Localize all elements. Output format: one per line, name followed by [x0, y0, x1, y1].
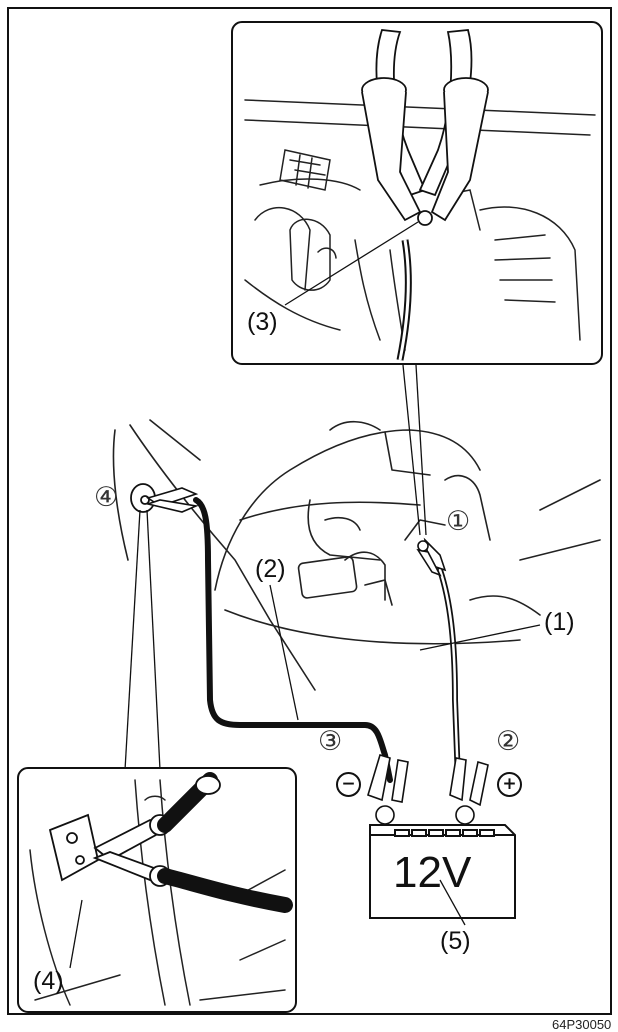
- figure-code: 64P30050: [552, 1017, 612, 1032]
- engine-bay-sketch: [112, 419, 601, 691]
- bottom-inset-cable-lower: [157, 868, 293, 913]
- step-2-marker: ②: [496, 726, 521, 757]
- top-inset-leader: [284, 221, 419, 306]
- battery-clamp-positive: [449, 757, 489, 825]
- battery-voltage-label: 12V: [393, 848, 472, 897]
- label-battery: (5): [440, 927, 471, 955]
- positive-terminal-symbol: +: [497, 772, 522, 797]
- negative-terminal-symbol: −: [336, 772, 361, 797]
- leader-lines: [124, 364, 541, 926]
- negative-cable: [193, 497, 393, 783]
- label-ground-inset: (4): [33, 967, 64, 995]
- negative-clamp-ground: [145, 487, 199, 513]
- step-3-marker: ③: [318, 726, 343, 757]
- bottom-inset-sketch: [29, 779, 286, 1006]
- top-inset-cables: [361, 29, 489, 361]
- ground-bracket: [130, 483, 156, 513]
- positive-clamp-vehicle: [416, 537, 447, 577]
- step-4-marker: ④: [94, 482, 119, 513]
- bottom-inset-bracket: [48, 813, 100, 882]
- label-cable-positive: (1): [544, 608, 575, 636]
- top-inset-sketch: [244, 99, 596, 351]
- label-terminal-inset: (3): [247, 308, 278, 336]
- bottom-inset-leader: [69, 899, 83, 969]
- battery: [369, 824, 516, 919]
- battery-clamp-negative: [367, 754, 409, 825]
- label-cable-negative: (2): [255, 555, 286, 583]
- step-1-marker: ①: [446, 506, 471, 537]
- figure-border: [7, 7, 612, 1015]
